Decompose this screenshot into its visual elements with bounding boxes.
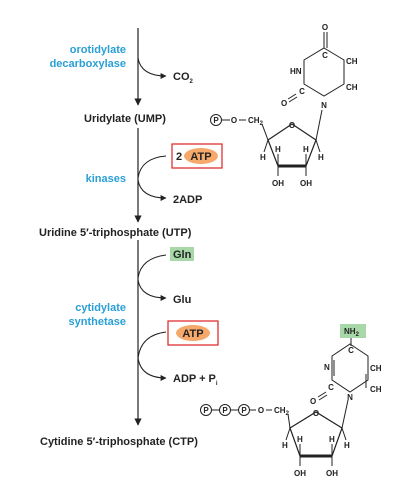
gln-highlight bbox=[170, 247, 194, 261]
adp-pi-label: ADP + Pi bbox=[173, 373, 218, 387]
svg-text:C: C bbox=[328, 383, 334, 392]
svg-text:P: P bbox=[213, 116, 219, 125]
svg-text:OH: OH bbox=[326, 469, 338, 478]
glu-label: Glu bbox=[173, 294, 191, 306]
svg-text:P: P bbox=[241, 406, 247, 415]
gln-label: Gln bbox=[173, 249, 192, 261]
ctp-structure: P P P O CH2 O H H H H OH OH NH2 C bbox=[200, 324, 382, 478]
svg-text:CH: CH bbox=[346, 83, 358, 92]
svg-text:CH2: CH2 bbox=[248, 116, 264, 127]
svg-text:OH: OH bbox=[300, 179, 312, 188]
enzyme-synthetase-line1: cytidylate bbox=[75, 302, 126, 314]
enzyme-decarboxylase-line1: orotidylate bbox=[70, 44, 126, 56]
svg-text:H: H bbox=[297, 435, 303, 444]
svg-text:HN: HN bbox=[290, 67, 302, 76]
atp-ellipse-1 bbox=[184, 148, 218, 164]
atp-highlight-box-1 bbox=[171, 143, 223, 169]
atp-ellipse-2 bbox=[176, 325, 210, 341]
svg-text:O: O bbox=[281, 99, 287, 108]
svg-text:O: O bbox=[313, 409, 319, 418]
svg-text:C: C bbox=[322, 51, 328, 60]
compound-ctp: Cytidine 5′-triphosphate (CTP) bbox=[40, 436, 198, 448]
ctp-phosphate-icon-2 bbox=[219, 404, 231, 416]
nh2-highlight bbox=[340, 324, 366, 338]
svg-text:CH: CH bbox=[370, 385, 382, 394]
svg-text:H: H bbox=[275, 145, 281, 154]
atp2-input-arrow bbox=[137, 331, 167, 359]
svg-text:O: O bbox=[231, 116, 237, 125]
glu-release-arrow bbox=[137, 279, 167, 301]
svg-text:H: H bbox=[260, 153, 266, 162]
co2-label: CO2 bbox=[173, 71, 194, 85]
atp-highlight-box-2 bbox=[167, 320, 219, 346]
svg-text:H: H bbox=[329, 435, 335, 444]
compound-ump: Uridylate (UMP) bbox=[84, 113, 166, 125]
svg-text:C: C bbox=[348, 346, 354, 355]
svg-text:H: H bbox=[303, 145, 309, 154]
ump-phosphate-icon bbox=[210, 114, 222, 126]
svg-text:NH2: NH2 bbox=[344, 327, 360, 338]
atp-label-1: ATP bbox=[190, 151, 211, 163]
svg-text:H: H bbox=[318, 153, 324, 162]
svg-text:O: O bbox=[322, 23, 328, 32]
svg-text:OH: OH bbox=[272, 179, 284, 188]
svg-text:H: H bbox=[344, 441, 350, 450]
svg-text:N: N bbox=[324, 363, 330, 372]
svg-text:O: O bbox=[289, 121, 295, 130]
gln-input-arrow bbox=[137, 254, 167, 279]
svg-text:O: O bbox=[310, 397, 316, 406]
co2-release-arrow bbox=[137, 57, 167, 79]
compound-utp: Uridine 5′-triphosphate (UTP) bbox=[39, 227, 192, 239]
ctp-phosphate-icon-3 bbox=[238, 404, 250, 416]
svg-text:CH: CH bbox=[346, 57, 358, 66]
atp-label-2: ATP bbox=[182, 328, 203, 340]
atp-count: 2 bbox=[176, 151, 182, 163]
svg-text:O: O bbox=[258, 406, 264, 415]
adp-release-arrow bbox=[137, 179, 167, 201]
svg-text:P: P bbox=[203, 406, 209, 415]
svg-text:C: C bbox=[299, 87, 305, 96]
enzyme-decarboxylase-line2: decarboxylase bbox=[50, 58, 126, 70]
ctp-phosphate-icon-1 bbox=[200, 404, 212, 416]
atp-input-arrow bbox=[137, 155, 167, 179]
adp-pi-release-arrow bbox=[137, 357, 167, 381]
svg-text:CH2: CH2 bbox=[274, 406, 290, 417]
svg-text:OH: OH bbox=[294, 469, 306, 478]
enzyme-kinases: kinases bbox=[86, 173, 126, 185]
ump-structure: P O CH2 O H H H H OH OH O C HN CH CH bbox=[210, 23, 358, 188]
svg-text:N: N bbox=[321, 101, 327, 110]
svg-text:H: H bbox=[282, 441, 288, 450]
svg-text:N: N bbox=[347, 393, 353, 402]
adp2-label: 2ADP bbox=[173, 194, 202, 206]
enzyme-synthetase-line2: synthetase bbox=[69, 316, 126, 328]
svg-text:P: P bbox=[222, 406, 228, 415]
svg-text:CH: CH bbox=[370, 364, 382, 373]
